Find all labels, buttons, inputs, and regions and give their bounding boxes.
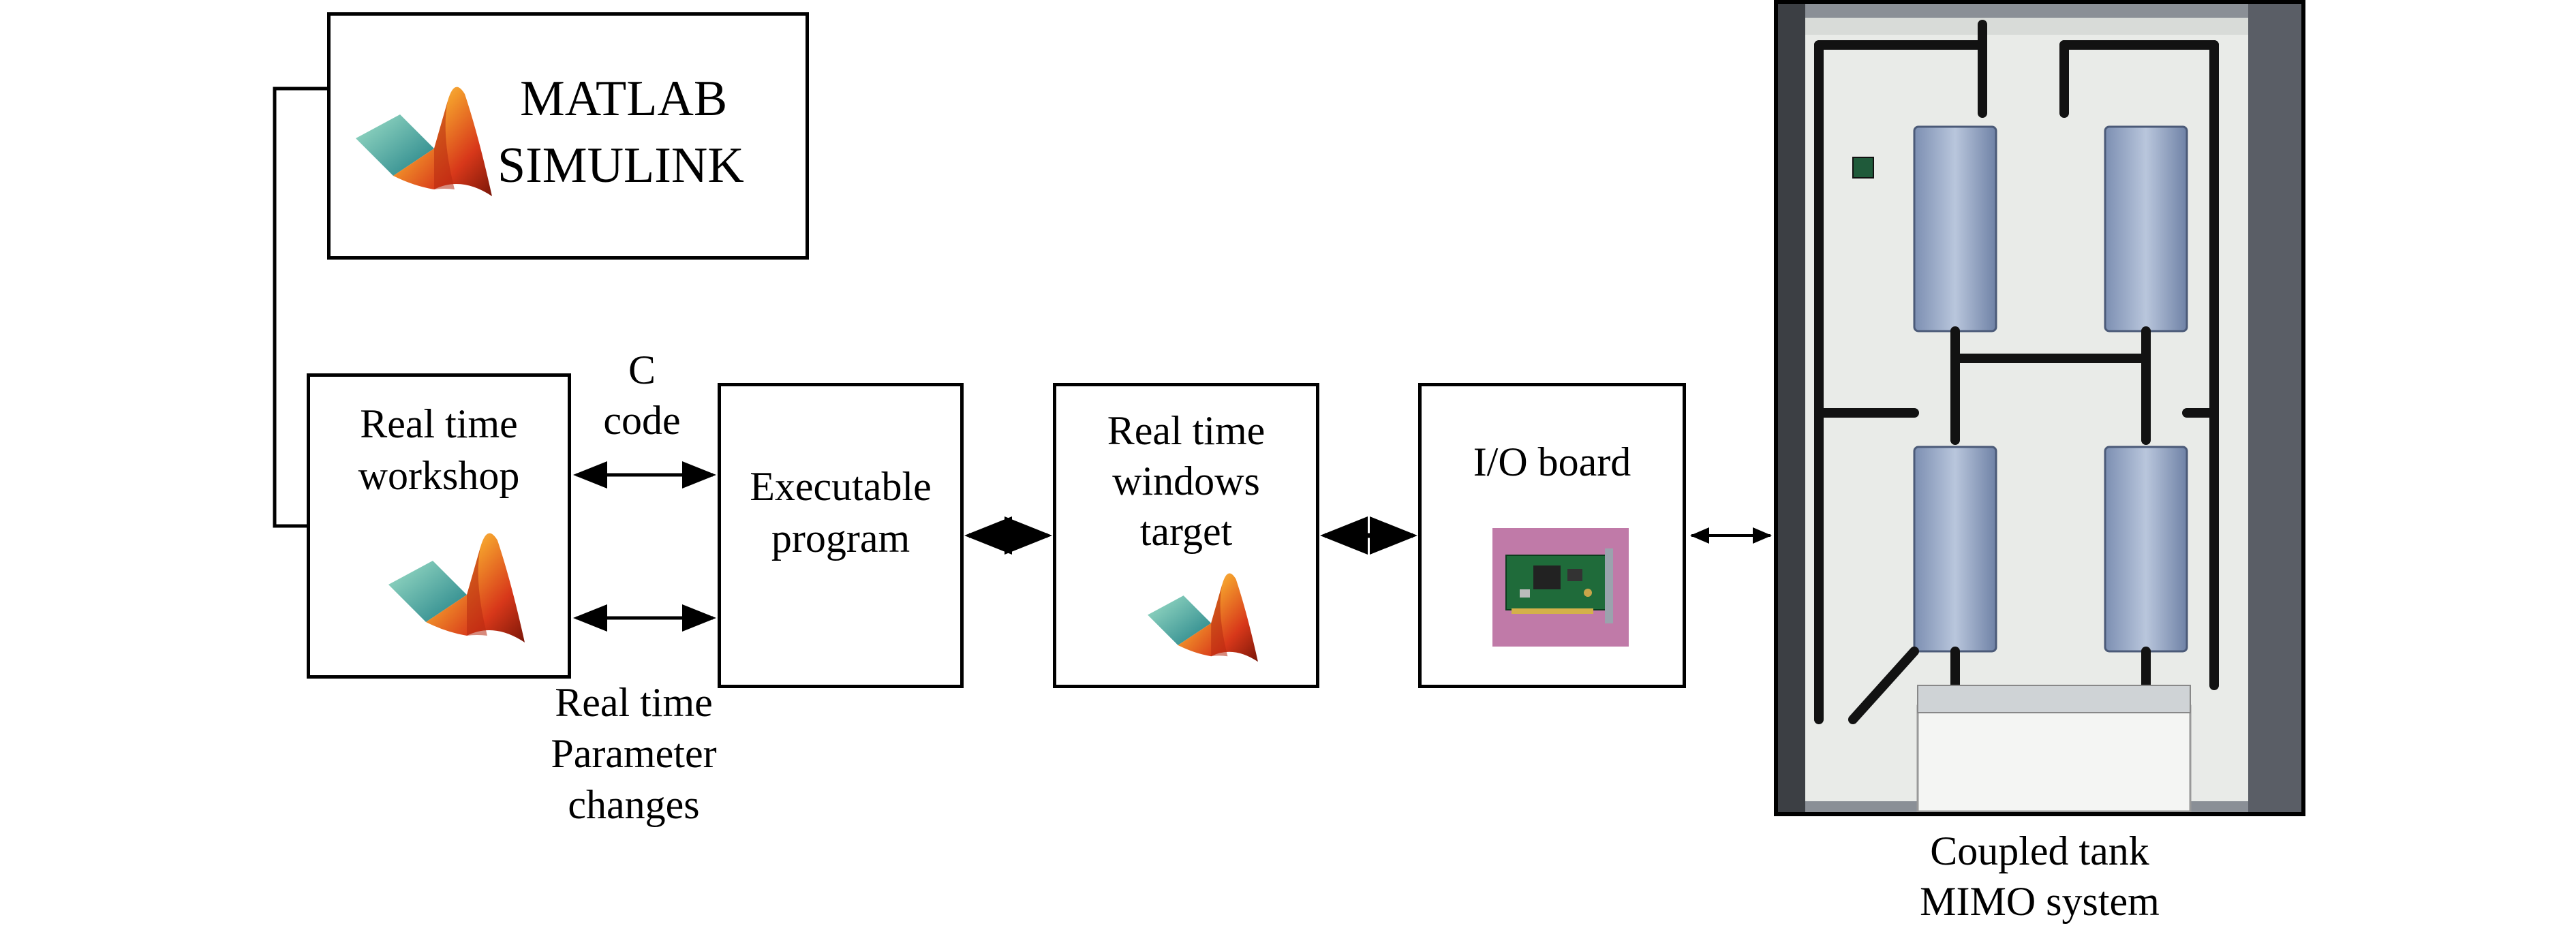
io-board-label: I/O board (1473, 439, 1631, 484)
matlab-logo-icon (1148, 573, 1258, 662)
rtwt-line3: target (1139, 509, 1233, 554)
rtwt-line2: windows (1112, 459, 1260, 503)
param-label-line2: Parameter (551, 731, 717, 776)
plant-caption-line2: MIMO system (1920, 879, 2160, 924)
rtwt-line1: Real time (1107, 408, 1266, 453)
exec-line2: program (771, 516, 910, 561)
rtw-line1: Real time (360, 401, 518, 446)
real-time-workshop-box: Real time workshop (307, 373, 571, 679)
param-label-line3: changes (568, 782, 700, 827)
plant-caption-line1: Coupled tank (1930, 828, 2149, 873)
real-time-windows-target-box: Real time windows target (1053, 383, 1319, 688)
rtw-line2: workshop (358, 453, 520, 498)
matlab-logo-icon (356, 87, 492, 196)
c-code-label-line1: C (628, 347, 656, 392)
matlab-simulink-box: MATLAB SIMULINK (327, 12, 809, 260)
matlab-logo-icon (388, 533, 525, 642)
c-code-label-line2: code (603, 398, 681, 443)
param-label-line1: Real time (555, 680, 713, 725)
matlab-rtw-connector (273, 87, 327, 528)
simulink-label: SIMULINK (497, 138, 744, 193)
matlab-label: MATLAB (520, 71, 728, 127)
io-card-photo (1492, 528, 1629, 647)
io-board-box: I/O board (1418, 383, 1686, 688)
executable-program-box: Executable program (718, 383, 964, 688)
exec-line1: Executable (750, 464, 932, 509)
coupled-tank-photo (1774, 0, 2305, 816)
